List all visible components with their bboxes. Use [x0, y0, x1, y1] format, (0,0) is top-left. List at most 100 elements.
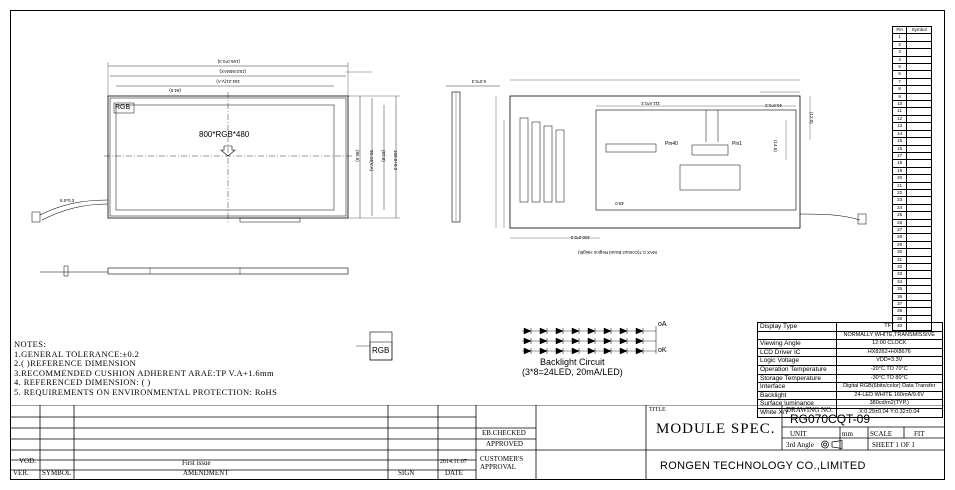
- pin-symbol: [906, 292, 932, 302]
- spec-value: 24-LED WHITE 160mA/9.6V: [835, 390, 943, 401]
- pin-symbol: [906, 307, 932, 316]
- pin-row: 11: [891, 107, 932, 116]
- spec-label: Viewing Angle: [757, 339, 837, 349]
- unit-label: UNIT: [790, 430, 807, 438]
- pin-row: 25: [891, 211, 932, 220]
- svg-text:(84.0): (84.0): [169, 88, 181, 93]
- spec-label: Logic Voltage: [757, 356, 837, 366]
- backlight-spec-caption: (3*8=24LED, 20mA/LED): [522, 367, 623, 377]
- pin-row: 8: [891, 85, 932, 94]
- pin-number: 1: [891, 33, 908, 42]
- pin-number: 32: [891, 262, 908, 272]
- pin-row: 32: [891, 262, 932, 272]
- spec-value: -20°C TO 70°C: [835, 364, 943, 375]
- sheet-label: SHEET 1 OF 1: [872, 441, 915, 449]
- pin-symbol: [906, 174, 932, 183]
- rear-view: [509, 95, 801, 229]
- pin-row: 15: [891, 137, 932, 146]
- pin-symbol: [906, 122, 932, 131]
- pin-row: 33: [891, 270, 932, 279]
- pin-row: 12: [891, 114, 932, 124]
- pin-symbol: [906, 100, 932, 109]
- spec-value: 12:00 CLOCK: [835, 339, 943, 349]
- svg-text:6.0*0.3: 6.0*0.3: [471, 79, 486, 84]
- svg-text:6.0*0.3: 6.0*0.3: [60, 198, 75, 203]
- pin-row: 34: [891, 277, 932, 287]
- pin-symbol: [906, 151, 932, 161]
- anode-label: oA: [658, 321, 667, 328]
- pin-row: 28: [891, 233, 932, 242]
- pin-number: 23: [891, 196, 908, 205]
- pin-number: 21: [891, 181, 908, 190]
- vod-label: VOD.: [19, 457, 36, 465]
- pin-row: 7: [891, 77, 932, 87]
- pin-row: 23: [891, 196, 932, 205]
- note-line: 5. REQUIREMENTS ON ENVIRONMENTAL PROTECT…: [14, 386, 278, 397]
- panel-resolution-label: 800*RGB*480: [199, 130, 250, 139]
- spec-value: TFT: [835, 322, 943, 332]
- pin-number: 24: [891, 203, 908, 213]
- pin-symbol: [906, 107, 932, 116]
- pin-number: 27: [891, 225, 908, 235]
- first-issue: First issue: [182, 459, 211, 467]
- side-view-bottom: [107, 267, 349, 275]
- pin-row: 4: [891, 55, 932, 65]
- pin-number: 30: [891, 248, 908, 257]
- pin-symbol: [906, 196, 932, 205]
- pin-row: 3: [891, 48, 932, 57]
- pin-number: 37: [891, 300, 908, 309]
- pin-symbol: [906, 166, 932, 176]
- pin-symbol: [906, 40, 932, 50]
- pin-symbol: [906, 137, 932, 146]
- pin-symbol: [906, 129, 932, 139]
- symbol-header: Symbol: [906, 25, 932, 35]
- pin-number: 13: [891, 122, 908, 131]
- pin-row: 17: [891, 151, 932, 161]
- rgb-pixel-label: RGB: [115, 104, 131, 111]
- pin-symbol: [906, 48, 932, 57]
- svg-text:(165.0*0.3): (165.0*0.3): [217, 59, 240, 64]
- pin-row: 1: [891, 33, 932, 42]
- spec-value: HX8262+HX8676: [835, 347, 943, 358]
- pin-number: 19: [891, 166, 908, 176]
- drawing-number: RG070CQT-09: [790, 412, 871, 426]
- pin-number: 34: [891, 277, 908, 287]
- pin-row: 6: [891, 70, 932, 79]
- notes-heading: NOTES:: [14, 339, 47, 349]
- pin-symbol: [906, 233, 932, 242]
- eb-checked-label: EB.CHECKED: [482, 429, 526, 437]
- pin-symbol: [906, 77, 932, 87]
- pin-symbol: [906, 188, 932, 198]
- note-line: 3.RECOMMENDED CUSHION ADHERENT ARAE:TP V…: [14, 367, 275, 378]
- pin1-label: Pin1: [732, 141, 743, 147]
- pin-number: 26: [891, 218, 908, 227]
- pin-symbol: [906, 218, 932, 227]
- scale-value: FIT: [914, 430, 925, 438]
- pin-number: 16: [891, 144, 908, 153]
- spec-label: [757, 330, 837, 341]
- spec-value: NORMALLY WHITE,TRANSMISSIVE: [835, 330, 943, 341]
- pin-symbol: [906, 63, 932, 72]
- pin-number: 12: [891, 114, 908, 124]
- date-label: DATE: [445, 469, 463, 477]
- pin-number: 6: [891, 70, 908, 79]
- pin-table: Pin Symbol 1 2 3 4 5 6 7 8 9 10 11 12 13…: [891, 25, 932, 331]
- pin-symbol: [906, 270, 932, 279]
- notes-block: NOTES: 1.GENERAL TOLERANCE:±0.2 2.( )REF…: [14, 339, 278, 398]
- spec-label: Operation Temperature: [757, 364, 837, 375]
- note-line: 4. REFERENCED DIMENSION: ( ): [14, 377, 151, 388]
- pin-row: 30: [891, 248, 932, 257]
- customer-approval-label: CUSTOMER'S APPROVAL: [480, 455, 524, 471]
- note-line: 2.( )REFERENCE DIMENSION: [14, 358, 137, 369]
- spec-value: Digital RGB(6bits/color) Data Transfer: [835, 382, 943, 392]
- pin-number: 14: [891, 129, 908, 139]
- angle-label: 3rd Angle: [786, 441, 814, 449]
